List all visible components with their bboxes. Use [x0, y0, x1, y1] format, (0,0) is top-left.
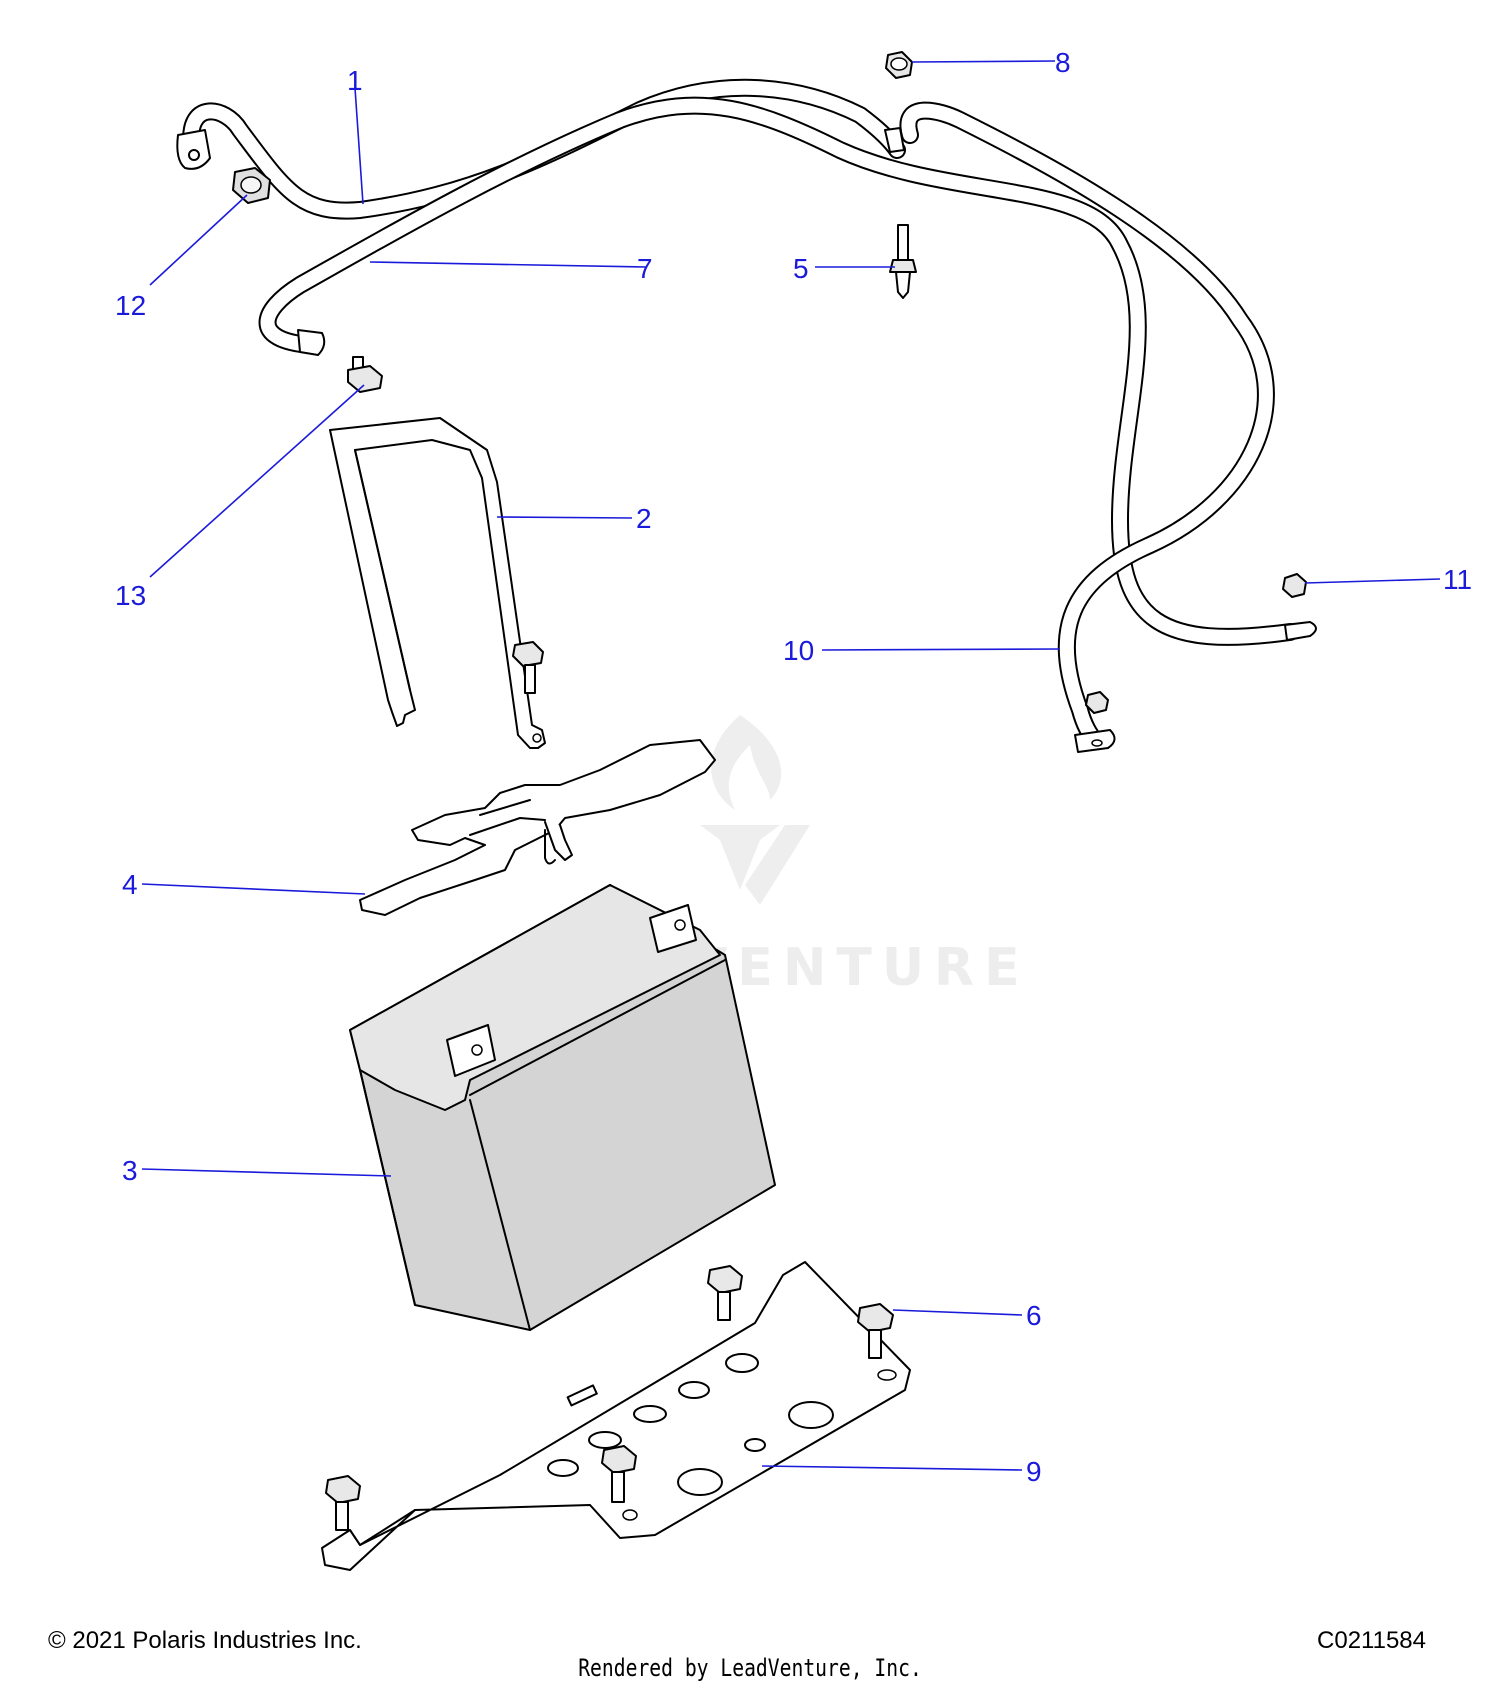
- bolt-13: [347, 356, 383, 393]
- watermark-flame-icon: [711, 715, 782, 810]
- callout-9: 9: [1026, 1456, 1042, 1487]
- diagram-code: C0211584: [1317, 1627, 1426, 1654]
- callout-12: 12: [115, 290, 146, 321]
- bolt-6-c: [601, 1445, 637, 1503]
- leader-7: [369, 261, 647, 268]
- battery-terminal-positive: [649, 904, 697, 953]
- callout-1: 1: [347, 65, 363, 96]
- leader-12: [149, 194, 248, 286]
- nut-cable-end: [1085, 691, 1109, 714]
- callout-4: 4: [122, 869, 138, 900]
- nut-12: [232, 167, 271, 204]
- callout-5: 5: [793, 253, 809, 284]
- callout-2: 2: [636, 503, 652, 534]
- callout-7: 7: [637, 253, 653, 284]
- hold-down-bracket-2: [329, 417, 546, 749]
- callout-11: 11: [1443, 564, 1472, 595]
- copyright-text: © 2021 Polaris Industries Inc.: [48, 1627, 362, 1654]
- battery-pad-4: [359, 739, 716, 916]
- cable-7: [258, 96, 1317, 646]
- bracket-bolt: [512, 641, 544, 694]
- leader-3: [141, 1168, 392, 1177]
- callout-leaders: [141, 60, 1441, 1471]
- callout-3: 3: [122, 1155, 138, 1186]
- bolt-6-a: [707, 1265, 743, 1321]
- callout-10: 10: [783, 635, 814, 666]
- battery-tray-9: [321, 1261, 911, 1571]
- leader-11: [1304, 578, 1441, 584]
- leader-9: [761, 1465, 1023, 1471]
- callout-labels: 1 2 3 4 5 6 7 8 9 10 11 12 13: [115, 47, 1472, 1487]
- leader-8: [911, 60, 1056, 63]
- leader-10: [821, 648, 1061, 651]
- stud-5: [889, 224, 917, 299]
- callout-13: 13: [115, 580, 146, 611]
- bolt-6-b: [857, 1303, 894, 1359]
- leader-6: [892, 1309, 1023, 1316]
- nut-8: [885, 51, 913, 79]
- battery-3: [349, 884, 776, 1331]
- leader-4: [141, 883, 366, 895]
- nut-11: [1282, 573, 1307, 598]
- leader-2: [496, 516, 633, 519]
- cable-10: [884, 101, 1275, 753]
- callout-8: 8: [1055, 47, 1071, 78]
- bolt-6-d: [325, 1475, 361, 1531]
- rendered-by-text: Rendered by LeadVenture, Inc.: [578, 1654, 922, 1682]
- battery-terminal-negative: [446, 1024, 496, 1077]
- leader-13: [149, 384, 365, 578]
- watermark-v-icon: [700, 825, 810, 905]
- callout-6: 6: [1026, 1300, 1042, 1331]
- leader-1: [354, 87, 364, 205]
